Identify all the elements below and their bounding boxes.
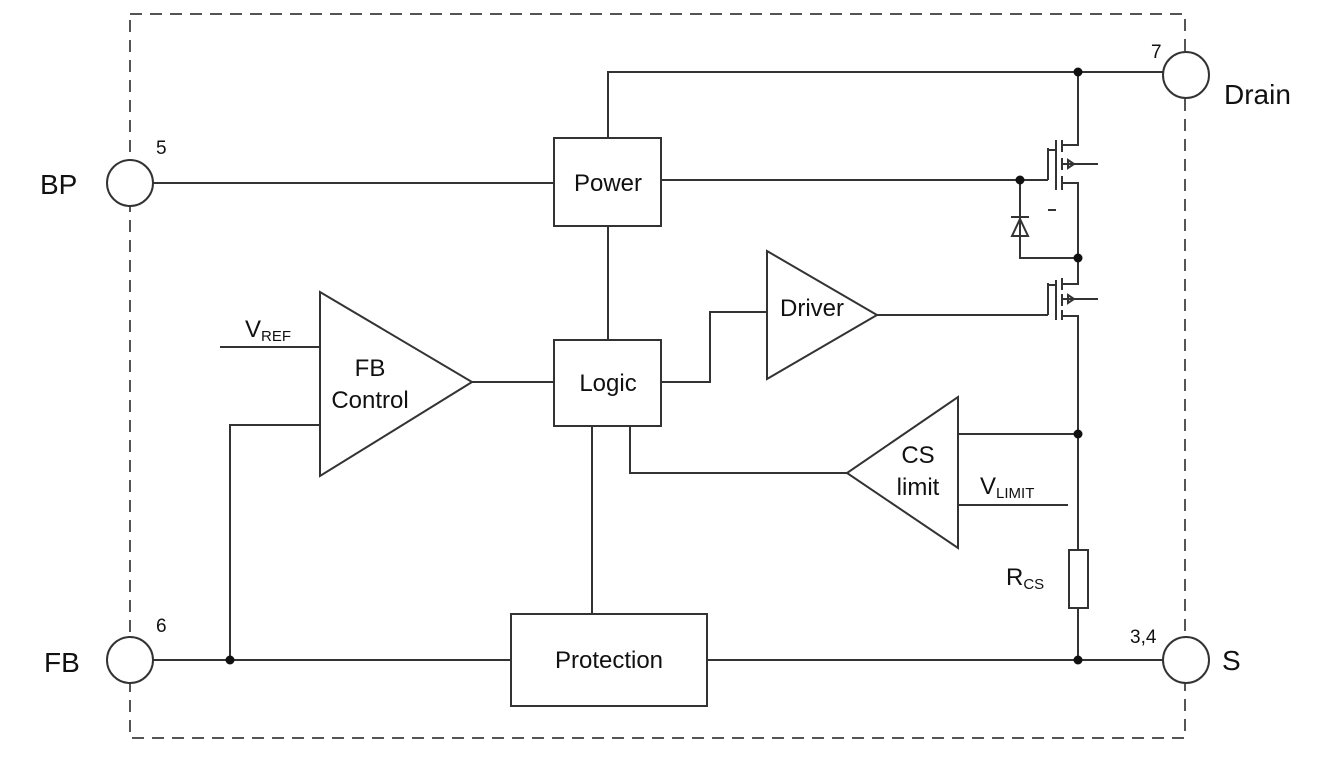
driver-amplifier: [766, 249, 879, 381]
power-label: Power: [574, 170, 642, 197]
cs-limit-label-line1: CS: [901, 442, 934, 469]
drain-pin-name: Drain: [1224, 79, 1291, 110]
cs-limit-label-line2: limit: [897, 474, 940, 501]
rcs-label: RCS: [1006, 564, 1044, 593]
ic-boundary: [129, 13, 1186, 739]
fb-pin-circle: [106, 636, 154, 684]
fb-pin-name: FB: [44, 647, 80, 678]
cs-limit-comparator: [845, 395, 959, 550]
drain-pin-circle: [1162, 51, 1210, 99]
bp-pin-circle: [106, 159, 154, 207]
protection-block: [510, 613, 708, 707]
rcs-resistor: [1068, 549, 1089, 609]
upper-mosfet: [1047, 120, 1098, 258]
s-pin-number: 3,4: [1130, 627, 1157, 648]
s-pin-name: S: [1222, 645, 1241, 676]
wires: [153, 71, 1163, 661]
fb-control-label-line2: Control: [331, 387, 408, 414]
fb-control-amplifier: [319, 290, 474, 478]
s-pin-circle: [1162, 636, 1210, 684]
fb-pin-number: 6: [156, 616, 167, 637]
diode: [1010, 216, 1030, 237]
fb-control-label-line1: FB: [355, 355, 386, 382]
lower-mosfet: [1047, 258, 1098, 320]
power-block: [553, 137, 662, 227]
bp-pin-name: BP: [40, 169, 77, 200]
drain-pin-number: 7: [1151, 42, 1162, 63]
junction-dots: [225, 67, 1083, 665]
logic-label: Logic: [579, 370, 636, 397]
bp-pin-number: 5: [156, 138, 167, 159]
protection-label: Protection: [555, 647, 663, 674]
vlimit-label: VLIMIT: [980, 473, 1034, 502]
logic-block: [553, 339, 662, 427]
vref-label: VREF: [245, 316, 291, 345]
driver-label: Driver: [780, 295, 844, 322]
